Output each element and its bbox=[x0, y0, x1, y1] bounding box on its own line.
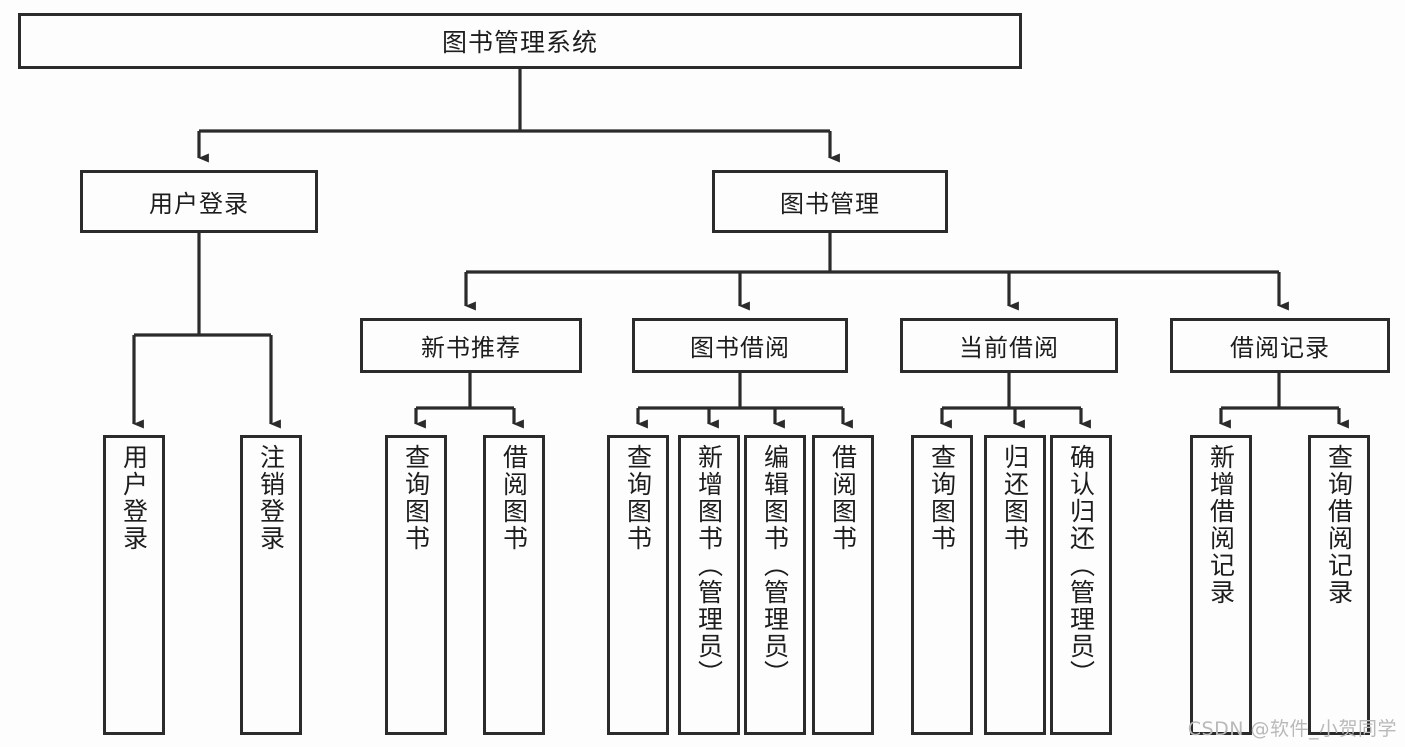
node-leaf-label: 归还图书 bbox=[1000, 444, 1030, 552]
node-leaf-label: 查询图书 bbox=[623, 444, 653, 552]
node-leaf-label: 新增借阅记录 bbox=[1206, 444, 1236, 606]
node-sub-new-book-recommend[interactable]: 新书推荐 bbox=[360, 318, 582, 373]
csdn-watermark: CSDN @软件_小贺同学 bbox=[1187, 718, 1397, 740]
node-leaf-add-borrow-record[interactable]: 新增借阅记录 bbox=[1190, 435, 1252, 735]
node-leaf-borrow-book[interactable]: 借阅图书 bbox=[812, 435, 874, 735]
node-leaf-edit-book-admin[interactable]: 编辑图书（管理员） bbox=[744, 435, 806, 735]
node-branch-user-login[interactable]: 用户登录 bbox=[80, 170, 318, 233]
node-leaf-logout[interactable]: 注销登录 bbox=[240, 435, 302, 735]
node-leaf-return-book[interactable]: 归还图书 bbox=[984, 435, 1046, 735]
node-leaf-add-book-admin[interactable]: 新增图书（管理员） bbox=[678, 435, 740, 735]
node-leaf-label: 用户登录 bbox=[119, 444, 149, 552]
node-sub-label: 图书借阅 bbox=[690, 334, 790, 362]
node-leaf-query-book-rec[interactable]: 查询图书 bbox=[385, 435, 447, 735]
node-leaf-label: 借阅图书 bbox=[828, 444, 858, 552]
node-leaf-label: 查询借阅记录 bbox=[1324, 444, 1354, 606]
node-leaf-label: 查询图书 bbox=[401, 444, 431, 552]
node-leaf-label: 注销登录 bbox=[256, 444, 286, 552]
node-sub-current-borrow[interactable]: 当前借阅 bbox=[900, 318, 1118, 373]
node-leaf-query-book-current[interactable]: 查询图书 bbox=[911, 435, 973, 735]
node-root-label: 图书管理系统 bbox=[441, 28, 598, 57]
node-leaf-label: 编辑图书（管理员） bbox=[760, 444, 790, 687]
node-leaf-confirm-return-admin[interactable]: 确认归还（管理员） bbox=[1050, 435, 1112, 735]
node-leaf-label: 借阅图书 bbox=[499, 444, 529, 552]
node-leaf-label: 查询图书 bbox=[927, 444, 957, 552]
node-leaf-label: 新增图书（管理员） bbox=[694, 444, 724, 687]
node-sub-label: 借阅记录 bbox=[1230, 334, 1330, 362]
node-sub-borrow-record[interactable]: 借阅记录 bbox=[1170, 318, 1390, 373]
node-branch-label: 用户登录 bbox=[149, 190, 249, 218]
node-sub-label: 当前借阅 bbox=[959, 334, 1059, 362]
node-sub-label: 新书推荐 bbox=[421, 334, 521, 362]
node-sub-book-borrow[interactable]: 图书借阅 bbox=[632, 318, 848, 373]
node-leaf-label: 确认归还（管理员） bbox=[1066, 444, 1096, 687]
node-branch-label: 图书管理 bbox=[780, 190, 880, 218]
node-leaf-user-login[interactable]: 用户登录 bbox=[103, 435, 165, 735]
node-branch-book-manage[interactable]: 图书管理 bbox=[712, 170, 948, 233]
node-leaf-query-borrow-record[interactable]: 查询借阅记录 bbox=[1308, 435, 1370, 735]
node-leaf-query-book-borrow[interactable]: 查询图书 bbox=[607, 435, 669, 735]
node-leaf-borrow-book-rec[interactable]: 借阅图书 bbox=[483, 435, 545, 735]
node-root-system[interactable]: 图书管理系统 bbox=[18, 13, 1022, 69]
